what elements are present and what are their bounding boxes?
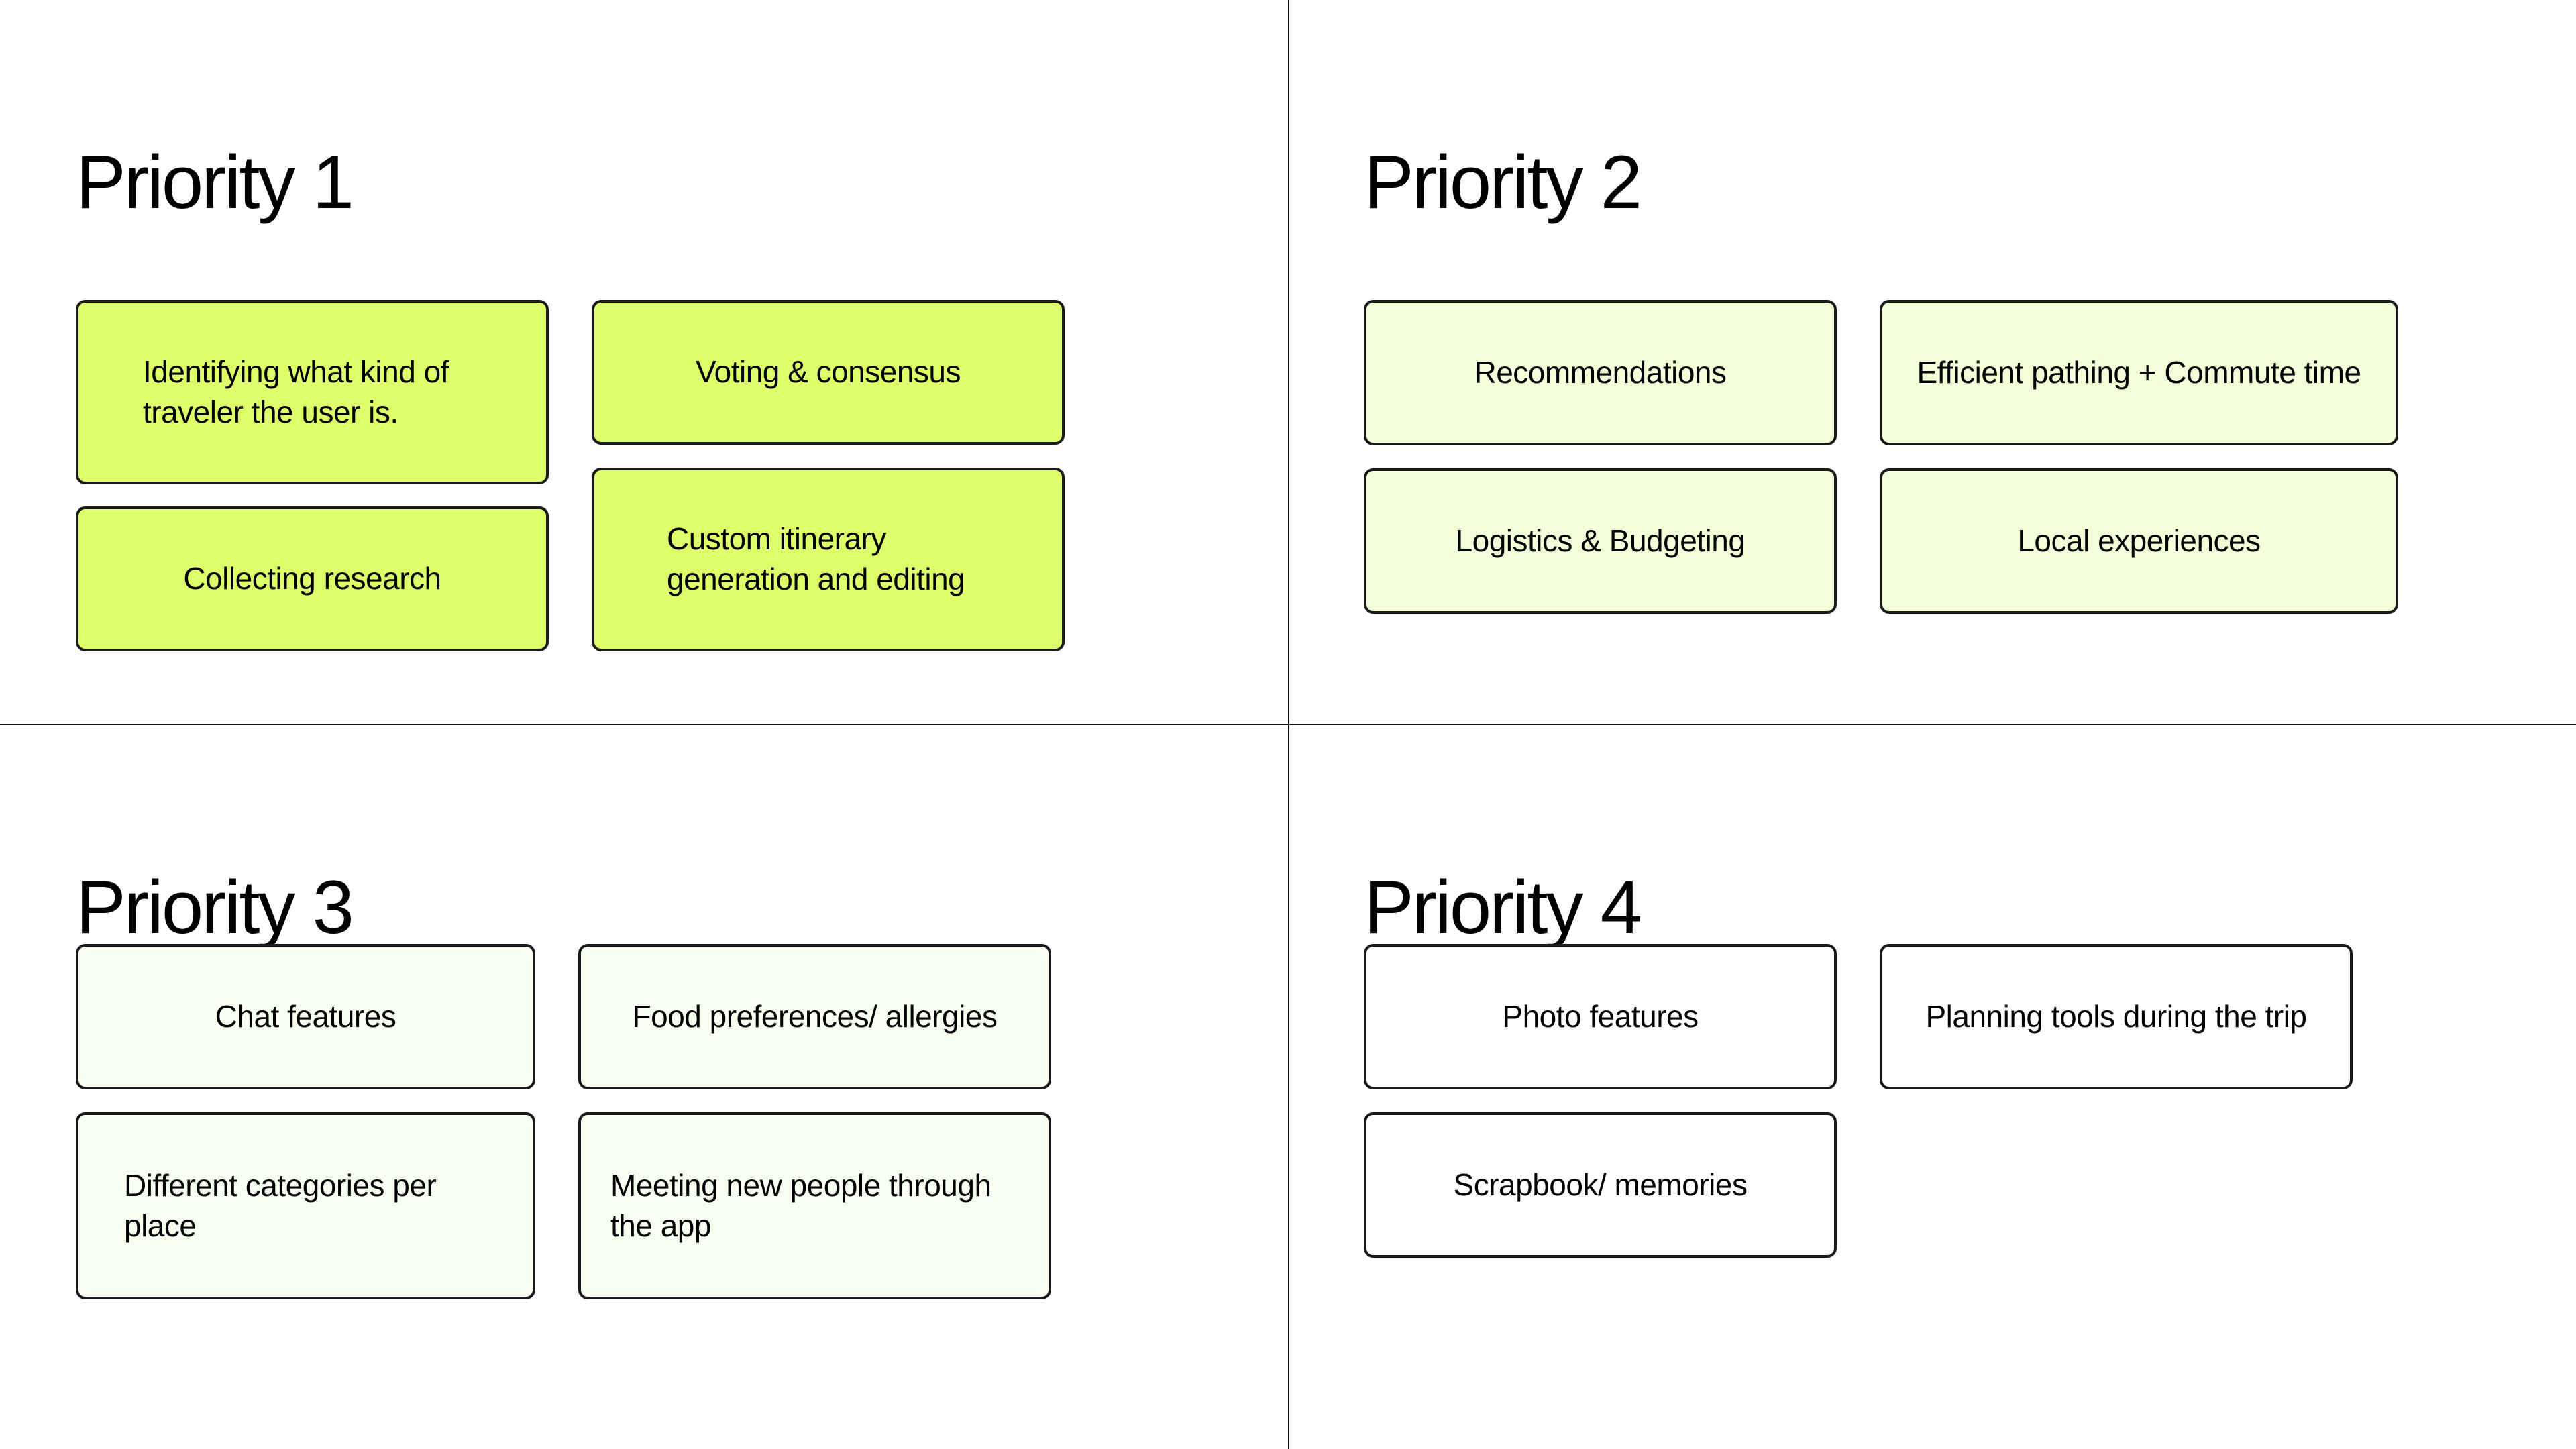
card-collecting-research[interactable]: Collecting research <box>76 506 549 651</box>
horizontal-divider <box>0 724 2576 725</box>
card-scrapbook-memories[interactable]: Scrapbook/ memories <box>1364 1112 1837 1258</box>
priority-1-title: Priority 1 <box>76 140 354 224</box>
card-local-experiences[interactable]: Local experiences <box>1880 468 2398 614</box>
card-efficient-pathing[interactable]: Efficient pathing + Commute time <box>1880 300 2398 445</box>
priority-3-quadrant: Priority 3 Chat features Food preference… <box>0 725 1288 1449</box>
card-photo-features[interactable]: Photo features <box>1364 944 1837 1089</box>
card-chat-features[interactable]: Chat features <box>76 944 535 1089</box>
card-recommendations[interactable]: Recommendations <box>1364 300 1837 445</box>
priority-2-title: Priority 2 <box>1364 140 1642 224</box>
card-planning-tools[interactable]: Planning tools during the trip <box>1880 944 2353 1089</box>
card-food-preferences[interactable]: Food preferences/ allergies <box>578 944 1051 1089</box>
priority-2-quadrant: Priority 2 Recommendations Efficient pat… <box>1289 0 2576 724</box>
card-meeting-new-people[interactable]: Meeting new people through the app <box>578 1112 1051 1299</box>
card-voting-consensus[interactable]: Voting & consensus <box>592 300 1065 445</box>
card-logistics-budgeting[interactable]: Logistics & Budgeting <box>1364 468 1837 614</box>
priority-1-quadrant: Priority 1 Identifying what kind of trav… <box>0 0 1288 724</box>
card-different-categories[interactable]: Different categories per place <box>76 1112 535 1299</box>
priority-4-quadrant: Priority 4 Photo features Planning tools… <box>1289 725 2576 1449</box>
priority-4-title: Priority 4 <box>1364 865 1642 949</box>
card-identifying-traveler[interactable]: Identifying what kind of traveler the us… <box>76 300 549 484</box>
card-custom-itinerary[interactable]: Custom itinerary generation and editing <box>592 468 1065 651</box>
priority-3-title: Priority 3 <box>76 865 354 949</box>
